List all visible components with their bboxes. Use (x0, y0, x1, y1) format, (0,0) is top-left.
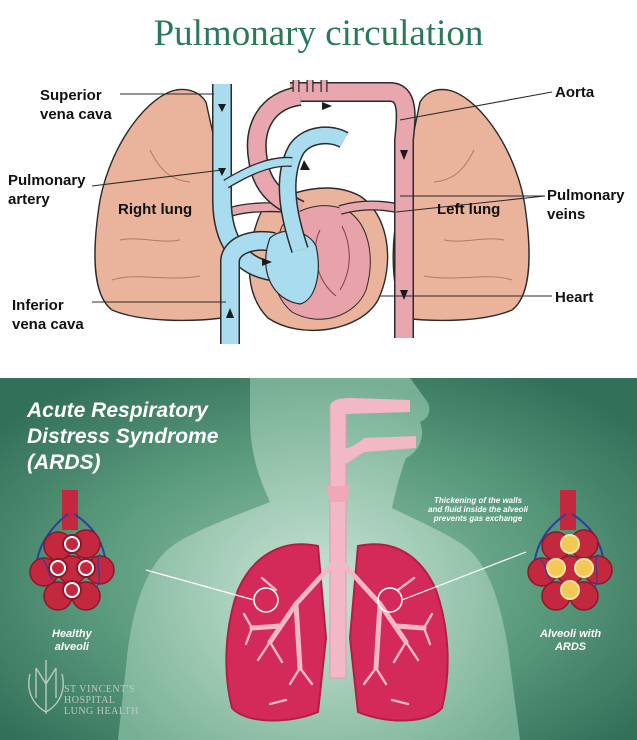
page-title: Pulmonary circulation (153, 13, 484, 54)
pulmonary-circulation-panel: Pulmonary circulation (8, 13, 625, 344)
ards-title: Acute Respiratory Distress Syndrome (ARD… (27, 399, 219, 474)
brand-text: ST VINCENT'S HOSPITAL LUNG HEALTH (64, 684, 139, 717)
healthy-alveoli-cluster (29, 490, 115, 611)
ards-alveoli-cluster (527, 490, 613, 611)
thickening-note: Thickening of the walls and fluid inside… (428, 496, 529, 523)
right-lung-label: Right lung (118, 201, 193, 218)
ards-panel: Healthy alveoli Alveoli with ARDS Thicke… (0, 378, 637, 740)
panel-divider (0, 372, 637, 378)
inferior-vena-cava-label: Inferior vena cava (12, 297, 84, 333)
superior-vena-cava-label: Superior vena cava (40, 87, 112, 123)
left-lung-label: Left lung (437, 201, 501, 218)
heart-label: Heart (555, 289, 594, 306)
ards-alveoli-label: Alveoli with ARDS (540, 628, 602, 653)
pulmonary-veins-label: Pulmonary veins (547, 187, 625, 223)
pulmonary-artery-label: Pulmonary artery (8, 172, 86, 208)
aorta-label: Aorta (555, 84, 595, 101)
ards-illustration (0, 378, 637, 740)
healthy-alveoli-label: Healthy alveoli (52, 628, 92, 653)
circulation-diagram (91, 80, 553, 344)
brand-logo-mark (28, 660, 64, 714)
